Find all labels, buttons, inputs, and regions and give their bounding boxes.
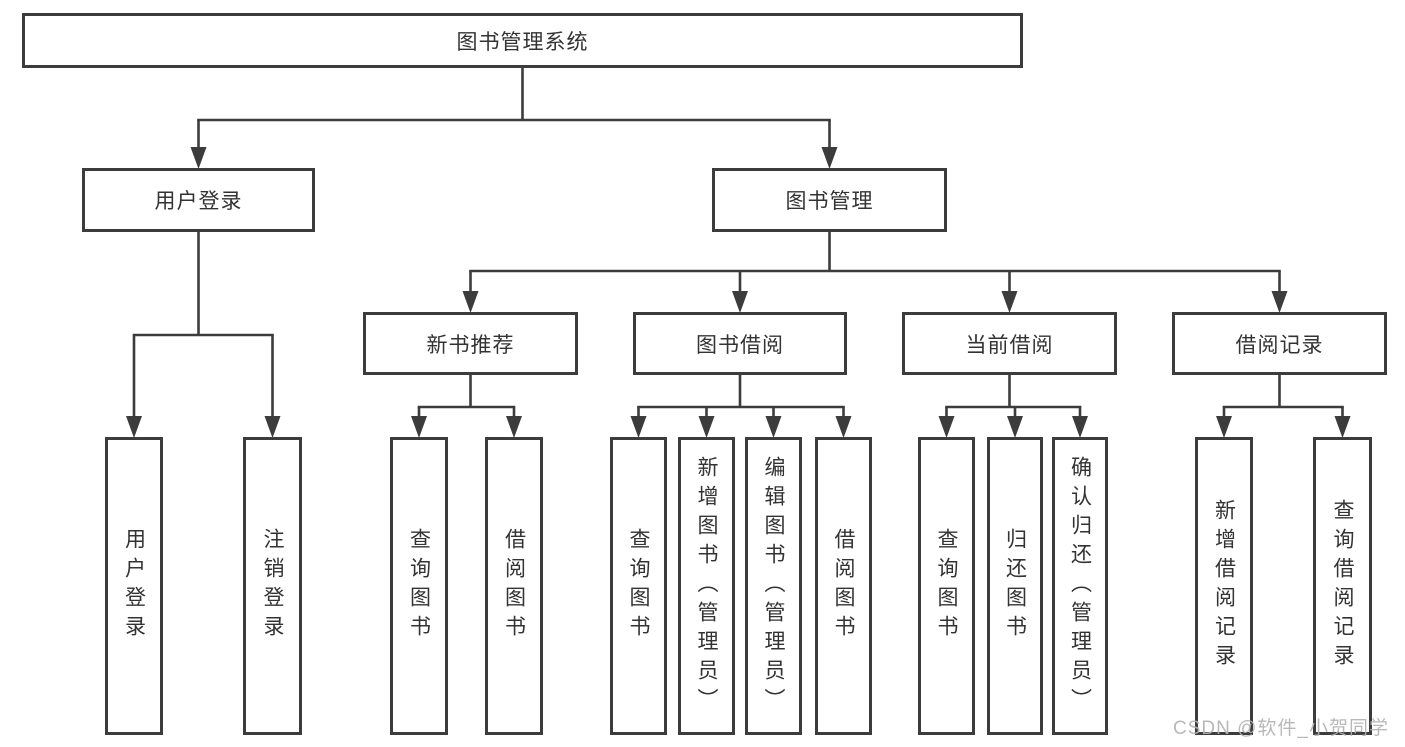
watermark-text: CSDN @软件_小贺同学 [1173, 718, 1389, 739]
node-leaf-borrow-book-1: 借阅图书 [485, 437, 543, 735]
node-leaf-return-book: 归还图书 [987, 437, 1043, 735]
node-label: 新增借阅记录 [1212, 499, 1236, 673]
node-label: 注销登录 [261, 528, 284, 644]
node-leaf-add-book: 新增图书（管理员） [678, 437, 735, 735]
node-leaf-logout: 注销登录 [243, 437, 302, 735]
node-root: 图书管理系统 [22, 13, 1023, 68]
arrow-down-icon [1007, 416, 1023, 438]
node-leaf-query-book-2: 查询图书 [610, 437, 667, 735]
node-label: 查询图书 [935, 528, 958, 644]
arrow-down-icon [835, 416, 852, 438]
node-book-mgmt: 图书管理 [712, 168, 947, 232]
node-leaf-edit-book: 编辑图书（管理员） [745, 437, 802, 735]
node-label: 当前借阅 [965, 333, 1054, 357]
node-leaf-query-book-1: 查询图书 [390, 437, 448, 735]
node-leaf-add-borrow-record: 新增借阅记录 [1195, 437, 1253, 735]
node-label: 用户登录 [122, 528, 146, 644]
node-label: 借阅图书 [502, 528, 526, 644]
node-label: 图书管理 [785, 190, 874, 213]
arrow-down-icon [765, 416, 782, 438]
arrow-down-icon [1072, 416, 1088, 438]
arrow-down-icon [126, 416, 142, 438]
arrow-down-icon [1216, 416, 1232, 438]
node-leaf-confirm-return: 确认归还（管理员） [1052, 437, 1108, 735]
arrow-down-icon [938, 416, 955, 438]
node-book-borrow: 图书借阅 [633, 312, 847, 375]
arrow-down-icon [1001, 291, 1018, 313]
arrow-down-icon [411, 416, 427, 438]
arrow-down-icon [190, 147, 207, 169]
node-leaf-query-borrow-record: 查询借阅记录 [1313, 437, 1372, 735]
node-user-login: 用户登录 [82, 168, 315, 232]
arrow-down-icon [264, 416, 281, 438]
node-current-borrow: 当前借阅 [902, 312, 1117, 375]
arrow-down-icon [462, 291, 479, 313]
node-label: 用户登录 [154, 190, 243, 213]
node-label: 新书推荐 [426, 333, 515, 357]
arrow-down-icon [1271, 291, 1288, 313]
node-leaf-borrow-book-2: 借阅图书 [815, 437, 872, 735]
node-label: 图书借阅 [696, 333, 784, 357]
node-new-book-rec: 新书推荐 [363, 312, 578, 375]
node-label: 查询图书 [627, 528, 650, 644]
node-leaf-user-login: 用户登录 [105, 437, 163, 735]
arrow-down-icon [1334, 416, 1351, 438]
node-label: 编辑图书（管理员） [762, 455, 785, 717]
node-label: 借阅图书 [832, 528, 855, 644]
node-label: 查询借阅记录 [1331, 499, 1354, 673]
node-leaf-query-book-3: 查询图书 [918, 437, 975, 735]
arrow-down-icon [506, 416, 522, 438]
node-label: 图书管理系统 [456, 30, 589, 54]
arrow-down-icon [630, 416, 647, 438]
node-label: 归还图书 [1003, 528, 1027, 644]
node-label: 查询图书 [407, 528, 431, 644]
arrow-down-icon [732, 291, 748, 313]
arrow-down-icon [821, 147, 838, 169]
node-borrow-record: 借阅记录 [1172, 312, 1387, 375]
node-label: 新增图书（管理员） [695, 455, 718, 717]
node-label: 借阅记录 [1235, 333, 1324, 357]
node-label: 确认归还（管理员） [1068, 455, 1092, 717]
arrow-down-icon [698, 416, 715, 438]
